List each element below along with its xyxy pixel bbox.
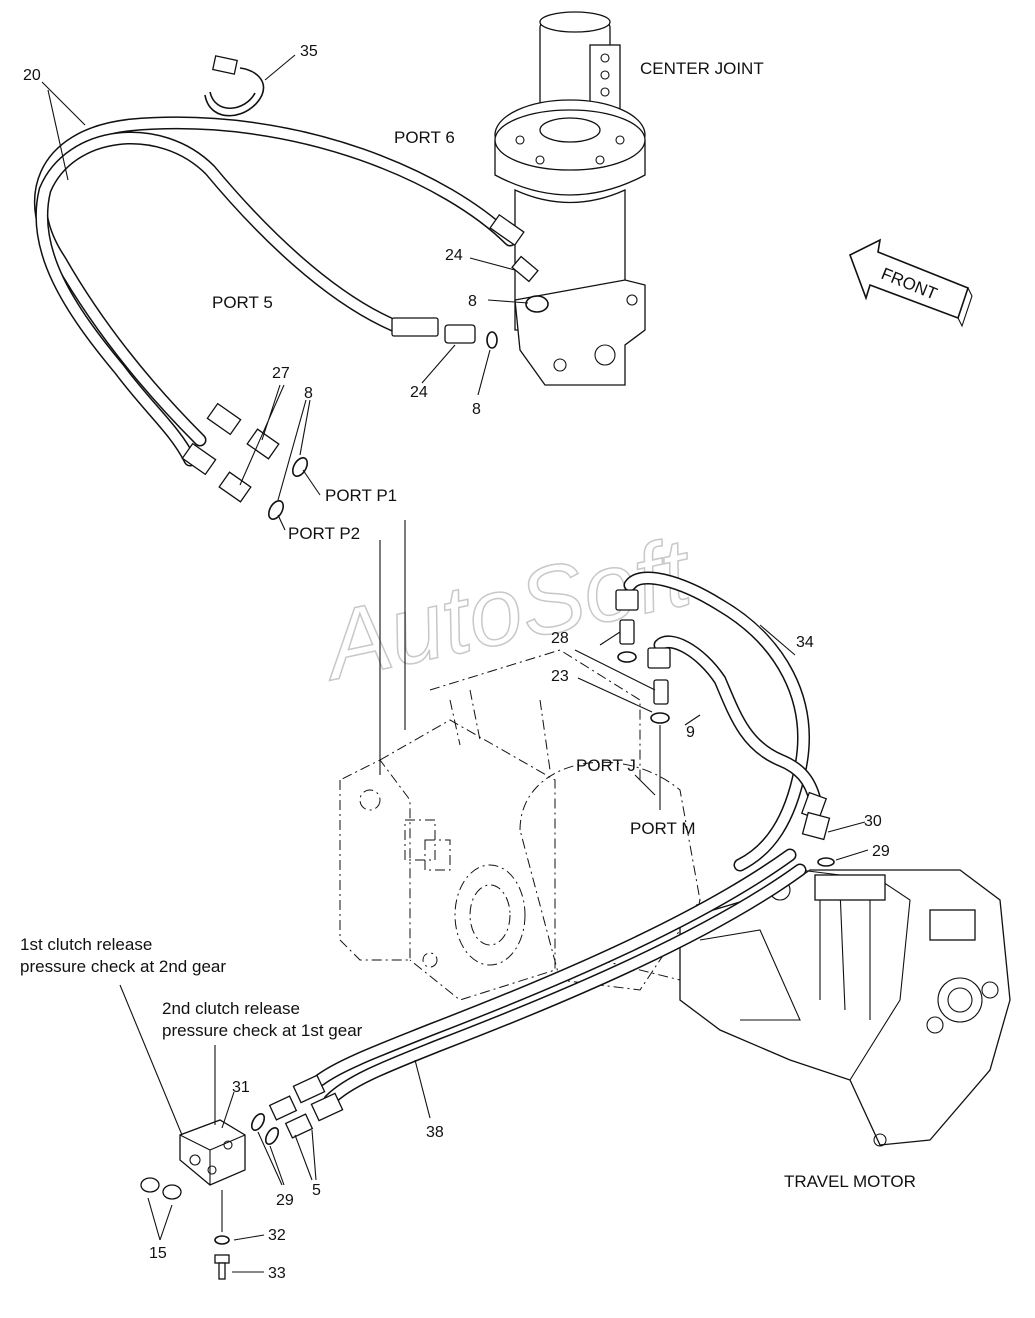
callout-8-upper: 8 [468, 293, 477, 310]
callout-31: 31 [232, 1079, 250, 1096]
leader-lines-upper [41, 54, 529, 775]
callout-5: 5 [312, 1182, 321, 1199]
callout-9: 9 [686, 724, 695, 741]
front-arrow: FRONT [848, 238, 973, 328]
callout-23: 23 [551, 668, 569, 685]
callout-29-block: 29 [276, 1192, 294, 1209]
center-joint-label: CENTER JOINT [640, 59, 764, 78]
port-j-label: PORT J [576, 756, 636, 775]
callout-30: 30 [864, 813, 882, 830]
fittings-mid [617, 619, 835, 867]
callout-27: 27 [272, 365, 290, 382]
callout-24-lower: 24 [410, 384, 428, 401]
callout-32: 32 [268, 1227, 286, 1244]
port-p2-label: PORT P2 [288, 524, 360, 543]
callout-8-lower: 8 [472, 401, 481, 418]
center-joint [494, 11, 646, 386]
travel-motor [679, 869, 1011, 1147]
callout-35: 35 [300, 43, 318, 60]
callout-8-ports: 8 [304, 385, 313, 402]
port-p1-label: PORT P1 [325, 486, 397, 505]
hose-38 [268, 848, 807, 1139]
o-ring-8-upper [525, 295, 549, 313]
callout-28: 28 [551, 630, 569, 647]
callout-33: 33 [268, 1265, 286, 1282]
o-ring-8-lower [486, 331, 498, 349]
hose-20-assembly [33, 116, 539, 503]
check1-line1: 1st clutch release [20, 935, 152, 954]
watermark: AutoSoft [311, 518, 702, 701]
port5-label: PORT 5 [212, 293, 273, 312]
callout-38: 38 [426, 1124, 444, 1141]
o-ring-8-p2 [267, 500, 285, 520]
clamp-35 [204, 55, 265, 117]
callout-34: 34 [796, 634, 814, 651]
leader-lines-lower [119, 624, 869, 1273]
callout-20: 20 [23, 67, 41, 84]
check2-line2: pressure check at 1st gear [162, 1021, 363, 1040]
callout-15: 15 [149, 1245, 167, 1262]
check2-line1: 2nd clutch release [162, 999, 300, 1018]
callout-24-upper: 24 [445, 247, 463, 264]
port6-label: PORT 6 [394, 128, 455, 147]
callout-29-motor: 29 [872, 843, 890, 860]
front-label: FRONT [879, 264, 940, 304]
o-ring-8-p1 [291, 457, 309, 477]
hose-9 [647, 635, 828, 821]
port-m-label: PORT M [630, 819, 696, 838]
check-block-31 [140, 1113, 280, 1280]
check1-line2: pressure check at 2nd gear [20, 957, 226, 976]
travel-motor-label: TRAVEL MOTOR [784, 1172, 916, 1191]
hose-34 [615, 571, 810, 872]
